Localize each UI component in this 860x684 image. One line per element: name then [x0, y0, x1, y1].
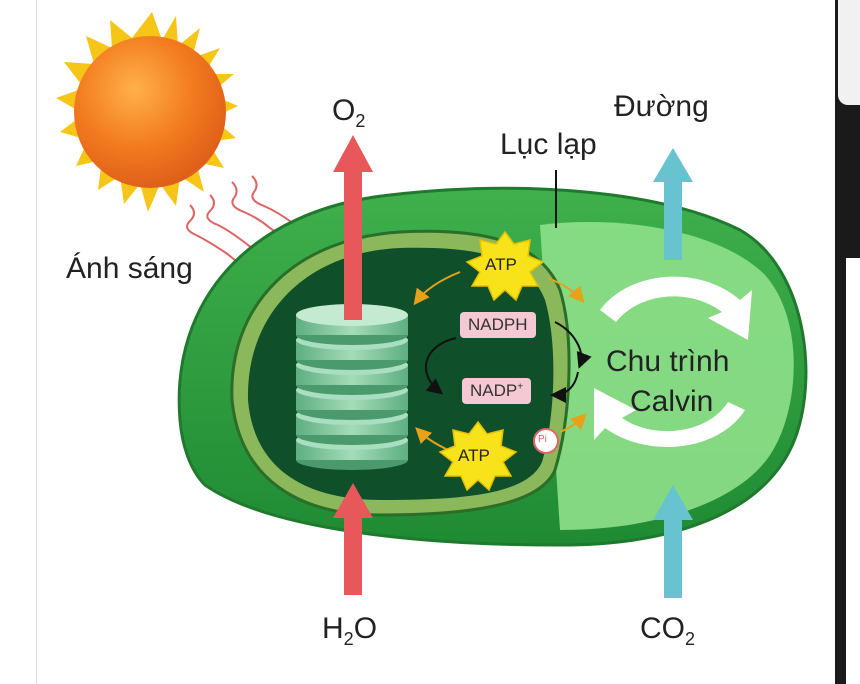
atp-label-top: ATP	[485, 255, 517, 274]
h2o-arrow	[333, 483, 373, 595]
pi-label: Pi	[538, 434, 547, 445]
light-label: Ánh sáng	[66, 252, 193, 285]
atp-star-bottom	[438, 420, 518, 492]
nadph-chip: NADPH	[460, 312, 536, 338]
nadp-superscript: +	[517, 381, 524, 393]
atp-flow-arrows	[413, 271, 587, 451]
photosynthesis-diagram	[56, 12, 808, 598]
calvin-label-line1: Chu trình	[606, 345, 730, 378]
side-scroll-tab[interactable]	[838, 0, 860, 105]
atp-label-bottom: ATP	[458, 446, 490, 465]
thylakoid-stack	[296, 304, 408, 470]
pi-circle	[533, 428, 559, 454]
o2-subscript: 2	[355, 111, 366, 131]
sugar-label: Đường	[614, 90, 709, 123]
sugar-arrow	[653, 148, 693, 260]
atp-star-top	[465, 230, 545, 302]
side-strip	[846, 258, 860, 684]
calvin-label-line2: Calvin	[630, 385, 714, 418]
h2o-label: H2O	[322, 612, 377, 650]
co2-subscript: 2	[685, 629, 696, 649]
nadph-cycle-arrows	[424, 321, 592, 403]
h2o-subscript: 2	[343, 629, 354, 649]
nadp-base: NADP	[470, 381, 518, 400]
co2-base: CO	[640, 612, 685, 645]
h2o-h: H	[322, 612, 344, 645]
sun-icon	[56, 12, 238, 212]
chloroplast-label: Lục lạp	[500, 128, 597, 161]
o2-base: O	[332, 94, 356, 127]
o2-label: O2	[332, 94, 365, 132]
o2-arrow	[333, 135, 373, 320]
co2-arrow	[653, 485, 693, 598]
h2o-o: O	[353, 612, 378, 645]
nadp-chip: NADP+	[462, 378, 532, 404]
calvin-cycle-arrows	[594, 276, 752, 448]
co2-label: CO2	[640, 612, 695, 650]
panel-border	[36, 0, 37, 684]
